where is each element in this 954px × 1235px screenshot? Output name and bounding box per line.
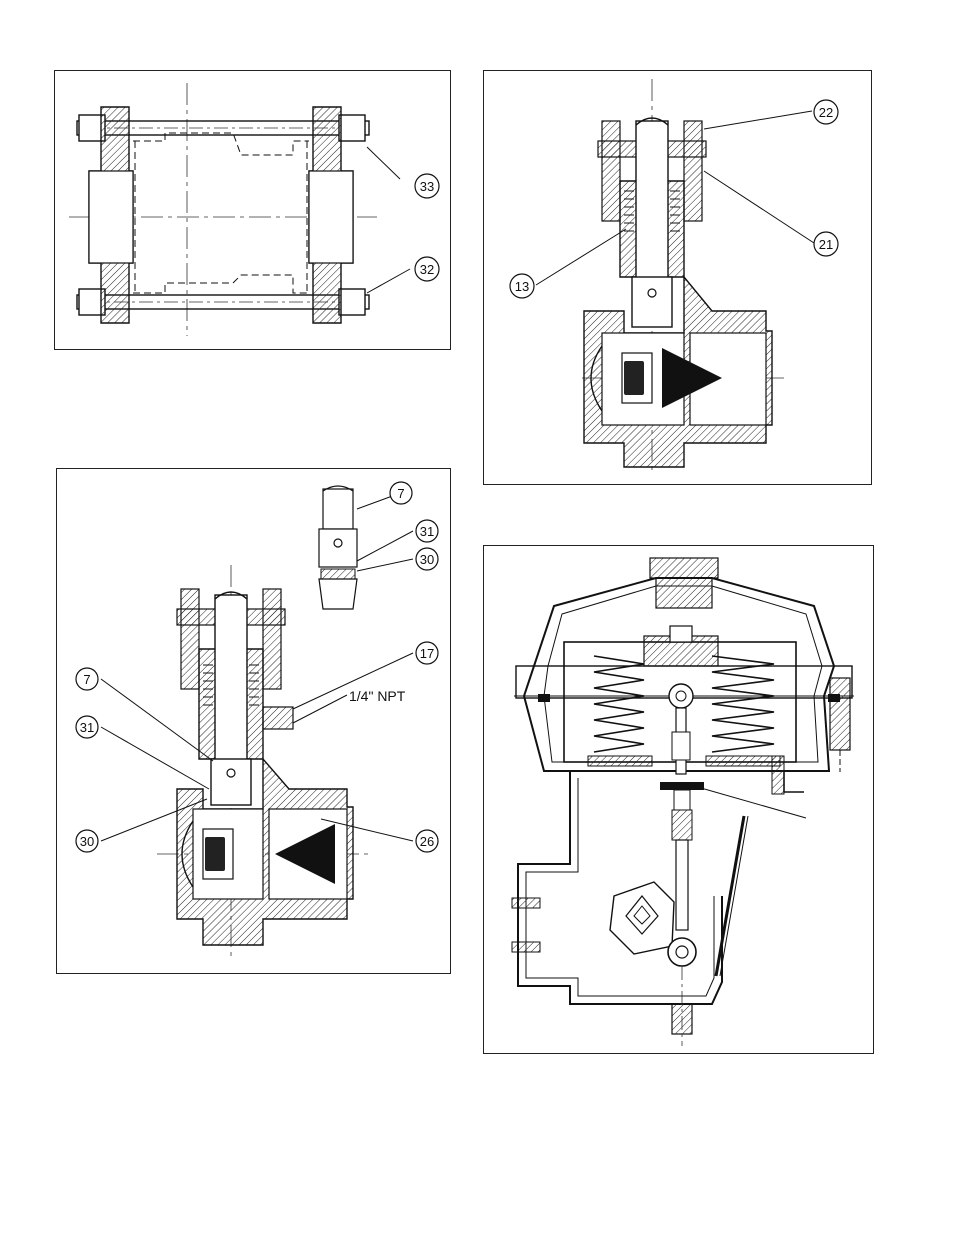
plug-inset-detail <box>319 486 357 609</box>
valve-body-packing-drawing: 22 21 13 <box>484 71 873 486</box>
valve-body-detail-drawing: 7 31 30 17 1/4" NPT 7 31 30 26 <box>57 469 452 975</box>
svg-text:21: 21 <box>819 237 833 252</box>
npt-note: 1/4" NPT <box>349 688 406 704</box>
callout-30-inset: 30 <box>416 548 438 570</box>
callout-13: 13 <box>510 274 534 298</box>
figure-valve-body-packing: 22 21 13 <box>483 70 872 485</box>
figure-valve-body-packing-detail: 7 31 30 17 1/4" NPT 7 31 30 26 <box>56 468 451 974</box>
svg-text:30: 30 <box>420 552 434 567</box>
callout-7-inset: 7 <box>390 482 412 504</box>
callout-33: 33 <box>415 174 439 198</box>
svg-text:7: 7 <box>397 486 404 501</box>
svg-text:17: 17 <box>420 646 434 661</box>
svg-text:7: 7 <box>83 672 90 687</box>
svg-text:32: 32 <box>420 262 434 277</box>
svg-text:13: 13 <box>515 279 529 294</box>
callout-7: 7 <box>76 668 98 690</box>
figure-actuator-section <box>483 545 874 1054</box>
svg-text:22: 22 <box>819 105 833 120</box>
callout-26: 26 <box>416 830 438 852</box>
svg-text:30: 30 <box>80 834 94 849</box>
svg-text:31: 31 <box>420 524 434 539</box>
callout-31: 31 <box>76 716 98 738</box>
callout-17: 17 <box>416 642 438 664</box>
svg-text:33: 33 <box>420 179 434 194</box>
svg-text:26: 26 <box>420 834 434 849</box>
figure-flange-assembly: 33 32 <box>54 70 451 350</box>
svg-text:31: 31 <box>80 720 94 735</box>
callout-30: 30 <box>76 830 98 852</box>
svg-text:1/4" NPT: 1/4" NPT <box>349 688 406 704</box>
callout-22: 22 <box>814 100 838 124</box>
callout-31-inset: 31 <box>416 520 438 542</box>
actuator-section-drawing <box>484 546 875 1055</box>
callout-21: 21 <box>814 232 838 256</box>
callout-32: 32 <box>415 257 439 281</box>
flange-assembly-drawing: 33 32 <box>55 71 452 351</box>
